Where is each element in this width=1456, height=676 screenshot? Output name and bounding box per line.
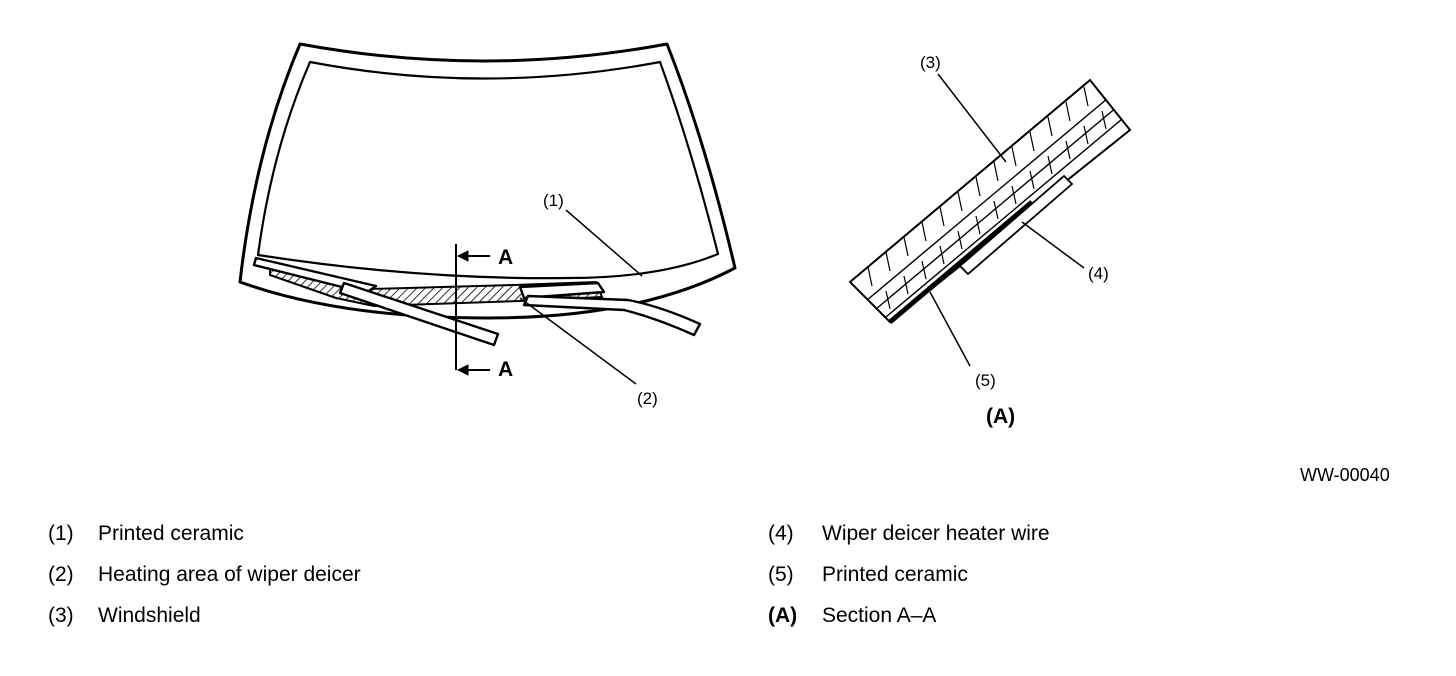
legend-number: (4) bbox=[768, 522, 794, 545]
callout-4: (4) bbox=[1088, 264, 1109, 283]
section-line-a-a bbox=[455, 244, 490, 376]
legend-text: Section A–A bbox=[822, 604, 937, 627]
windshield-outer-outline bbox=[238, 42, 737, 320]
legend-number: (2) bbox=[48, 563, 74, 586]
figure-id: WW-00040 bbox=[1300, 465, 1390, 485]
left-wiper bbox=[252, 256, 500, 347]
callout-2: (2) bbox=[637, 389, 658, 408]
legend-number: (1) bbox=[48, 522, 74, 545]
callout-1: (1) bbox=[543, 191, 564, 210]
callout-leaders-section bbox=[929, 73, 1085, 367]
callout-3: (3) bbox=[920, 53, 941, 72]
right-wiper bbox=[518, 281, 702, 337]
section-view-label: (A) bbox=[986, 405, 1015, 428]
windshield-inner-outline bbox=[256, 60, 720, 280]
legend-text: Printed ceramic bbox=[98, 522, 244, 545]
legend-number: (3) bbox=[48, 604, 74, 627]
section-a-a-view bbox=[848, 78, 1132, 324]
legend-text: Wiper deicer heater wire bbox=[822, 522, 1050, 545]
callout-leaders-front bbox=[519, 209, 643, 385]
legend-text: Heating area of wiper deicer bbox=[98, 563, 361, 586]
callout-5: (5) bbox=[975, 371, 996, 390]
heater-wire bbox=[958, 174, 1074, 276]
section-marker-bottom: A bbox=[498, 358, 513, 381]
legend-text: Printed ceramic bbox=[822, 563, 968, 586]
windshield-front-view bbox=[238, 42, 737, 320]
glass-layer-ticks bbox=[867, 86, 1107, 310]
section-marker-top: A bbox=[498, 246, 513, 269]
printed-ceramic-layer bbox=[888, 200, 1034, 324]
legend-number: (5) bbox=[768, 563, 794, 586]
legend-text: Windshield bbox=[98, 604, 201, 627]
legend-number: (A) bbox=[768, 604, 798, 627]
